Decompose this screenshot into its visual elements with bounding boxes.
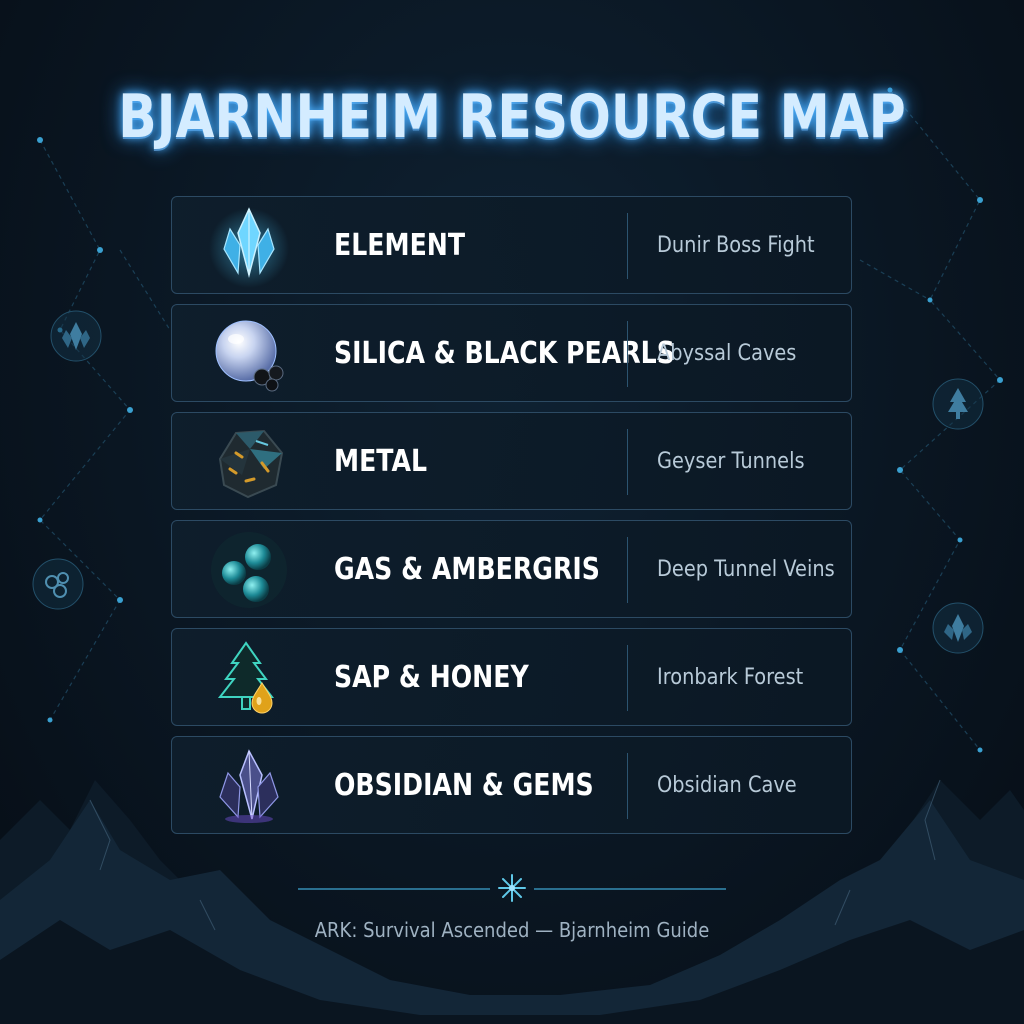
resource-name: SILICA & BLACK PEARLS [334,336,675,371]
metal-ore-icon [206,419,292,505]
row-divider [627,429,628,495]
row-divider [627,213,628,279]
resource-location: Obsidian Cave [657,773,797,798]
element-crystal-icon [206,203,292,289]
resource-row-obsidian-gems: OBSIDIAN & GEMS Obsidian Cave [171,736,852,834]
resource-row-sap-honey: SAP & HONEY Ironbark Forest [171,628,852,726]
resource-name: OBSIDIAN & GEMS [334,768,594,803]
page-title: BJARNHEIM RESOURCE MAP [118,82,906,152]
obsidian-crystal-icon [206,743,292,829]
row-divider [627,645,628,711]
resource-row-silica-black-pearls: SILICA & BLACK PEARLS Abyssal Caves [171,304,852,402]
footer-caption: ARK: Survival Ascended — Bjarnheim Guide [314,918,710,942]
row-divider [627,753,628,819]
side-gem-badge-icon [932,602,984,654]
resource-location: Deep Tunnel Veins [657,557,835,582]
resource-row-metal: METAL Geyser Tunnels [171,412,852,510]
resource-name: GAS & AMBERGRIS [334,552,600,587]
resource-row-element: ELEMENT Dunir Boss Fight [171,196,852,294]
footer-divider-left [298,888,490,890]
resource-name: METAL [334,444,428,479]
row-divider [627,537,628,603]
resource-location: Ironbark Forest [657,665,804,690]
resource-location: Abyssal Caves [657,341,797,366]
pearl-icon [206,311,292,397]
resource-name: ELEMENT [334,228,466,263]
resource-row-gas-ambergris: GAS & AMBERGRIS Deep Tunnel Veins [171,520,852,618]
side-tree-badge-icon [932,378,984,430]
tree-drop-icon [206,635,292,721]
resource-name: SAP & HONEY [334,660,529,695]
gas-bubbles-icon [206,527,292,613]
row-divider [627,321,628,387]
resource-location: Dunir Boss Fight [657,233,815,258]
snowflake-icon [498,874,526,902]
side-crystal-badge-icon [50,310,102,362]
footer-divider-right [534,888,726,890]
side-bubbles-badge-icon [32,558,84,610]
resource-location: Geyser Tunnels [657,449,805,474]
